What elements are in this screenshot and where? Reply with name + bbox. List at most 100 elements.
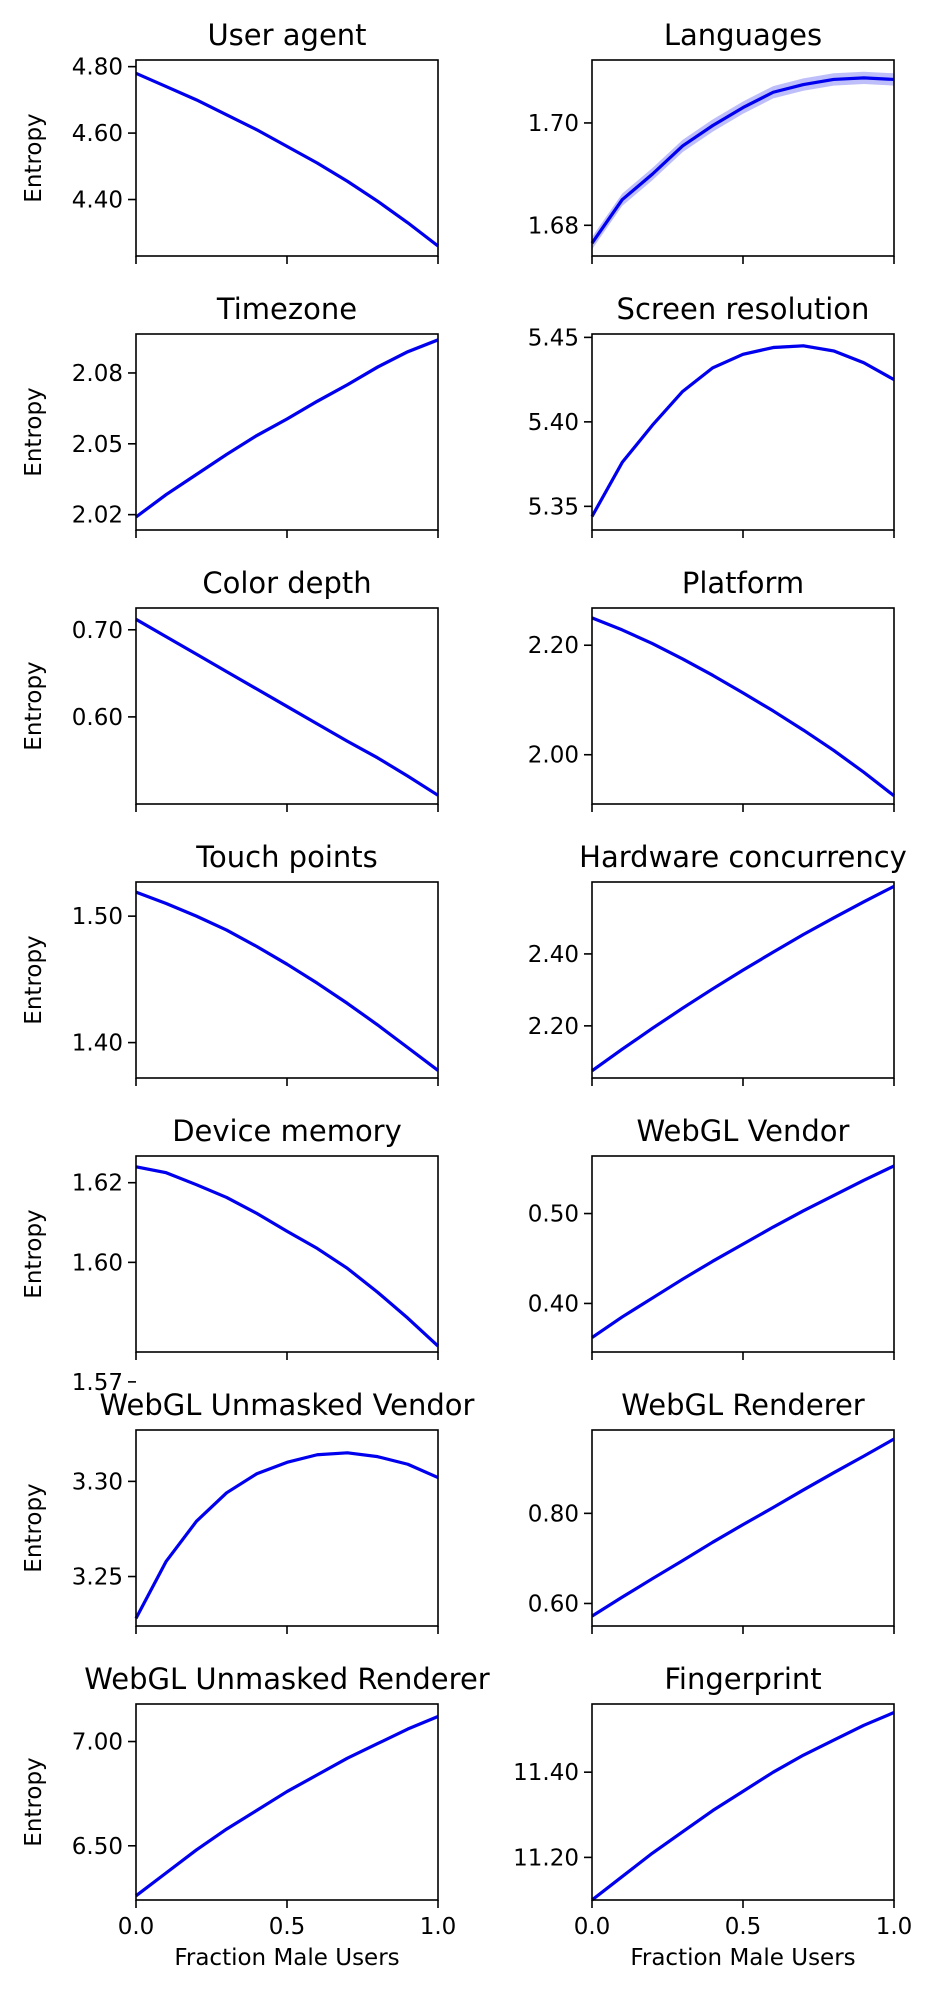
series-line (591, 884, 895, 1073)
series-line (591, 616, 895, 798)
series-line (591, 1711, 895, 1902)
y-tick-label: 0.50 (528, 1202, 579, 1228)
axes-frame (135, 1155, 439, 1353)
y-tick-label: 2.02 (72, 503, 123, 529)
axes-frame (591, 1429, 895, 1627)
panel-hardware-concurrency (584, 881, 895, 1086)
y-tick-label: 1.50 (72, 904, 123, 930)
y-tick-label: 2.08 (72, 361, 123, 387)
y-tick-label: 5.45 (528, 325, 579, 351)
y-axis-label: Entropy (21, 387, 47, 476)
x-tick-label: 0.5 (725, 1914, 762, 1940)
panel-title: WebGL Vendor (637, 1114, 850, 1148)
panel-user-agent (128, 59, 439, 264)
y-tick-label: 2.05 (72, 432, 123, 458)
y-tick-label: 2.20 (528, 633, 579, 659)
y-tick-label: 2.00 (528, 743, 579, 769)
x-tick-label: 1.0 (420, 1914, 457, 1940)
axes-frame (135, 59, 439, 257)
confidence-band (592, 71, 894, 250)
panel-title: Fingerprint (664, 1662, 821, 1696)
panel-title: WebGL Renderer (621, 1388, 865, 1422)
y-axis-label: Entropy (21, 661, 47, 750)
y-tick-label: 0.70 (72, 618, 123, 644)
y-tick-label: 11.20 (513, 1845, 579, 1871)
x-tick-label: 0.0 (574, 1914, 611, 1940)
panel-title: Device memory (172, 1114, 402, 1148)
y-tick-label: 3.25 (72, 1565, 123, 1591)
series-line (135, 338, 439, 519)
series-line (590, 344, 895, 518)
panel-title: Screen resolution (617, 292, 870, 326)
y-tick-label: 11.40 (513, 1760, 579, 1786)
panel-webgl-vendor (584, 1155, 895, 1360)
panel-title: WebGL Unmasked Vendor (100, 1388, 475, 1422)
confidence-band (136, 338, 438, 519)
panel-title: Hardware concurrency (579, 840, 907, 874)
series-line (135, 617, 439, 797)
y-axis-label: Entropy (21, 1757, 47, 1846)
y-tick-label: 4.40 (72, 188, 123, 214)
y-tick-label: 1.57 (72, 1370, 123, 1396)
y-tick-label: 0.40 (528, 1291, 579, 1317)
panel-timezone (128, 333, 439, 538)
y-tick-label: 1.68 (528, 213, 579, 239)
axes-frame (591, 1155, 895, 1353)
y-tick-label: 0.80 (528, 1501, 579, 1527)
y-tick-label: 4.60 (72, 121, 123, 147)
series-line (135, 71, 439, 248)
series-line (591, 1164, 895, 1339)
x-tick-label: 0.5 (269, 1914, 306, 1940)
panel-platform (584, 607, 895, 812)
y-tick-label: 2.20 (528, 1014, 579, 1040)
series-line (135, 890, 439, 1072)
y-axis-label: Entropy (21, 1209, 47, 1298)
panel-languages (584, 59, 895, 264)
axes-frame (591, 59, 895, 257)
panel-webgl-renderer (584, 1429, 895, 1634)
series-line (135, 1165, 440, 1348)
y-tick-label: 7.00 (72, 1730, 123, 1756)
panel-title: Timezone (216, 292, 357, 326)
y-tick-label: 1.40 (72, 1031, 123, 1057)
panel-fingerprint (584, 1703, 895, 1908)
series-line (590, 76, 895, 245)
y-tick-label: 3.30 (72, 1469, 123, 1495)
confidence-band (136, 1451, 438, 1620)
y-tick-label: 0.60 (528, 1591, 579, 1617)
panel-title: Color depth (202, 566, 371, 600)
confidence-band (592, 344, 894, 519)
x-tick-label: 1.0 (876, 1914, 913, 1940)
panel-title: Touch points (195, 840, 378, 874)
axes-frame (135, 333, 439, 531)
panel-screen-resolution (584, 333, 895, 538)
confidence-band (136, 1165, 438, 1348)
y-tick-label: 6.50 (72, 1834, 123, 1860)
y-axis-label: Entropy (21, 113, 47, 202)
axes-frame (591, 333, 895, 531)
y-tick-label: 1.60 (72, 1250, 123, 1276)
panel-device-memory (128, 1155, 440, 1383)
panel-webgl-unmasked-renderer (128, 1703, 439, 1908)
panel-title: WebGL Unmasked Renderer (84, 1662, 489, 1696)
y-tick-label: 1.70 (528, 111, 579, 137)
y-tick-label: 0.60 (72, 705, 123, 731)
y-tick-label: 4.80 (72, 55, 123, 81)
panel-title: Languages (664, 18, 822, 52)
y-tick-label: 2.40 (528, 942, 579, 968)
y-axis-label: Entropy (21, 935, 47, 1024)
y-tick-label: 1.62 (72, 1171, 123, 1197)
axes-frame (135, 1703, 439, 1901)
panel-touch-points (128, 881, 439, 1086)
y-tick-label: 5.35 (528, 494, 579, 520)
series-line (134, 1451, 439, 1620)
series-line (591, 1437, 895, 1618)
panel-color-depth (128, 607, 439, 812)
panel-title: User agent (207, 18, 366, 52)
x-tick-label: 0.0 (118, 1914, 155, 1940)
x-axis-label: Fraction Male Users (174, 1945, 399, 1971)
y-tick-label: 5.40 (528, 410, 579, 436)
series-line (135, 1715, 439, 1898)
panel-title: Platform (682, 566, 804, 600)
